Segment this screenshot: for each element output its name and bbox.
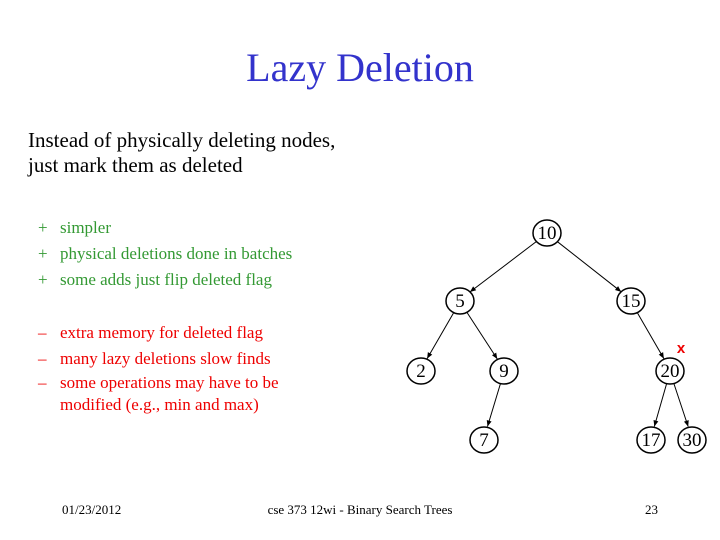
- minus-bullet: –: [38, 373, 47, 392]
- tree-node-label: 5: [455, 291, 465, 312]
- tree-edge: [426, 312, 455, 359]
- tree-node-label: 7: [479, 430, 489, 451]
- tree-node-label: 9: [499, 361, 509, 382]
- pro-item: + some adds just flip deleted flag: [38, 267, 292, 293]
- tree-node-circle: [655, 357, 685, 385]
- tree-node-5: 5: [445, 287, 475, 315]
- tree-node-7: 7: [469, 426, 499, 454]
- tree-edge: [556, 240, 622, 293]
- tree-node-30: 30: [677, 426, 707, 454]
- tree-node-9: 9: [489, 357, 519, 385]
- pro-item: + physical deletions done in batches: [38, 241, 292, 267]
- con-item-text: extra memory for deleted flag: [60, 323, 263, 342]
- intro-line-2: just mark them as deleted: [28, 153, 243, 177]
- tree-node-label: 20: [661, 361, 680, 382]
- pros-list: + simpler + physical deletions done in bat…: [38, 215, 292, 293]
- con-item: –some operations may have to be modified…: [38, 372, 330, 416]
- plus-bullet: +: [38, 270, 48, 289]
- con-item-text: some operations may have to be modified …: [60, 373, 279, 414]
- footer-page-number: 23: [645, 502, 658, 517]
- plus-bullet: +: [38, 218, 48, 237]
- tree-node-circle: [532, 219, 562, 247]
- tree-edge-arrowhead: [427, 352, 433, 359]
- tree-edge-arrowhead: [491, 352, 498, 359]
- minus-bullet: –: [38, 349, 47, 368]
- tree-edge: [487, 383, 501, 427]
- tree-node-label: 2: [416, 361, 426, 382]
- slide-title: Lazy Deletion: [246, 45, 474, 90]
- tree-node-label: 10: [538, 223, 557, 244]
- tree-node-2: 2: [406, 357, 436, 385]
- tree-edge-arrowhead: [653, 420, 659, 427]
- tree-edge: [466, 311, 498, 360]
- tree-edge-arrowhead: [486, 420, 492, 427]
- tree-node-label: 17: [642, 430, 661, 451]
- tree-node-label: 30: [683, 430, 702, 451]
- pro-item-text: some adds just flip deleted flag: [60, 270, 272, 289]
- tree-node-circle: [616, 287, 646, 315]
- con-item: –many lazy deletions slow finds: [38, 346, 330, 372]
- cons-list: –extra memory for deleted flag –many laz…: [38, 320, 330, 416]
- pro-item-text: simpler: [60, 218, 111, 237]
- tree-edge: [673, 383, 689, 427]
- tree-node-label: 15: [622, 291, 641, 312]
- tree-node-15: 15: [616, 287, 646, 315]
- tree-node-20: 20 x: [655, 340, 686, 385]
- pro-item: + simpler: [38, 215, 292, 241]
- tree-node-circle: [636, 426, 666, 454]
- deleted-mark-icon: x: [677, 340, 686, 357]
- tree-node-10: 10: [532, 219, 562, 247]
- tree-node-circle: [445, 287, 475, 315]
- plus-bullet: +: [38, 244, 48, 263]
- tree-edge: [469, 240, 538, 293]
- tree-edge: [636, 312, 665, 359]
- minus-bullet: –: [38, 323, 47, 342]
- tree-edge-arrowhead: [614, 286, 622, 292]
- tree-node-circle: [469, 426, 499, 454]
- tree-node-17: 17: [636, 426, 666, 454]
- footer-date: 01/23/2012: [62, 502, 122, 517]
- pro-item-text: physical deletions done in batches: [60, 244, 293, 263]
- tree-edge-arrowhead: [683, 420, 689, 427]
- tree-node-circle: [677, 426, 707, 454]
- intro-text: Instead of physically deleting nodes, ju…: [28, 128, 335, 178]
- tree-node-circle: [489, 357, 519, 385]
- intro-line-1: Instead of physically deleting nodes,: [28, 128, 336, 152]
- con-item: –extra memory for deleted flag: [38, 320, 330, 346]
- footer-course: cse 373 12wi - Binary Search Trees: [267, 502, 453, 517]
- con-item-text: many lazy deletions slow finds: [60, 349, 271, 368]
- tree-edge-arrowhead: [469, 286, 477, 292]
- tree-edge-arrowhead: [658, 352, 664, 359]
- tree-node-circle: [406, 357, 436, 385]
- tree-edge: [653, 383, 668, 427]
